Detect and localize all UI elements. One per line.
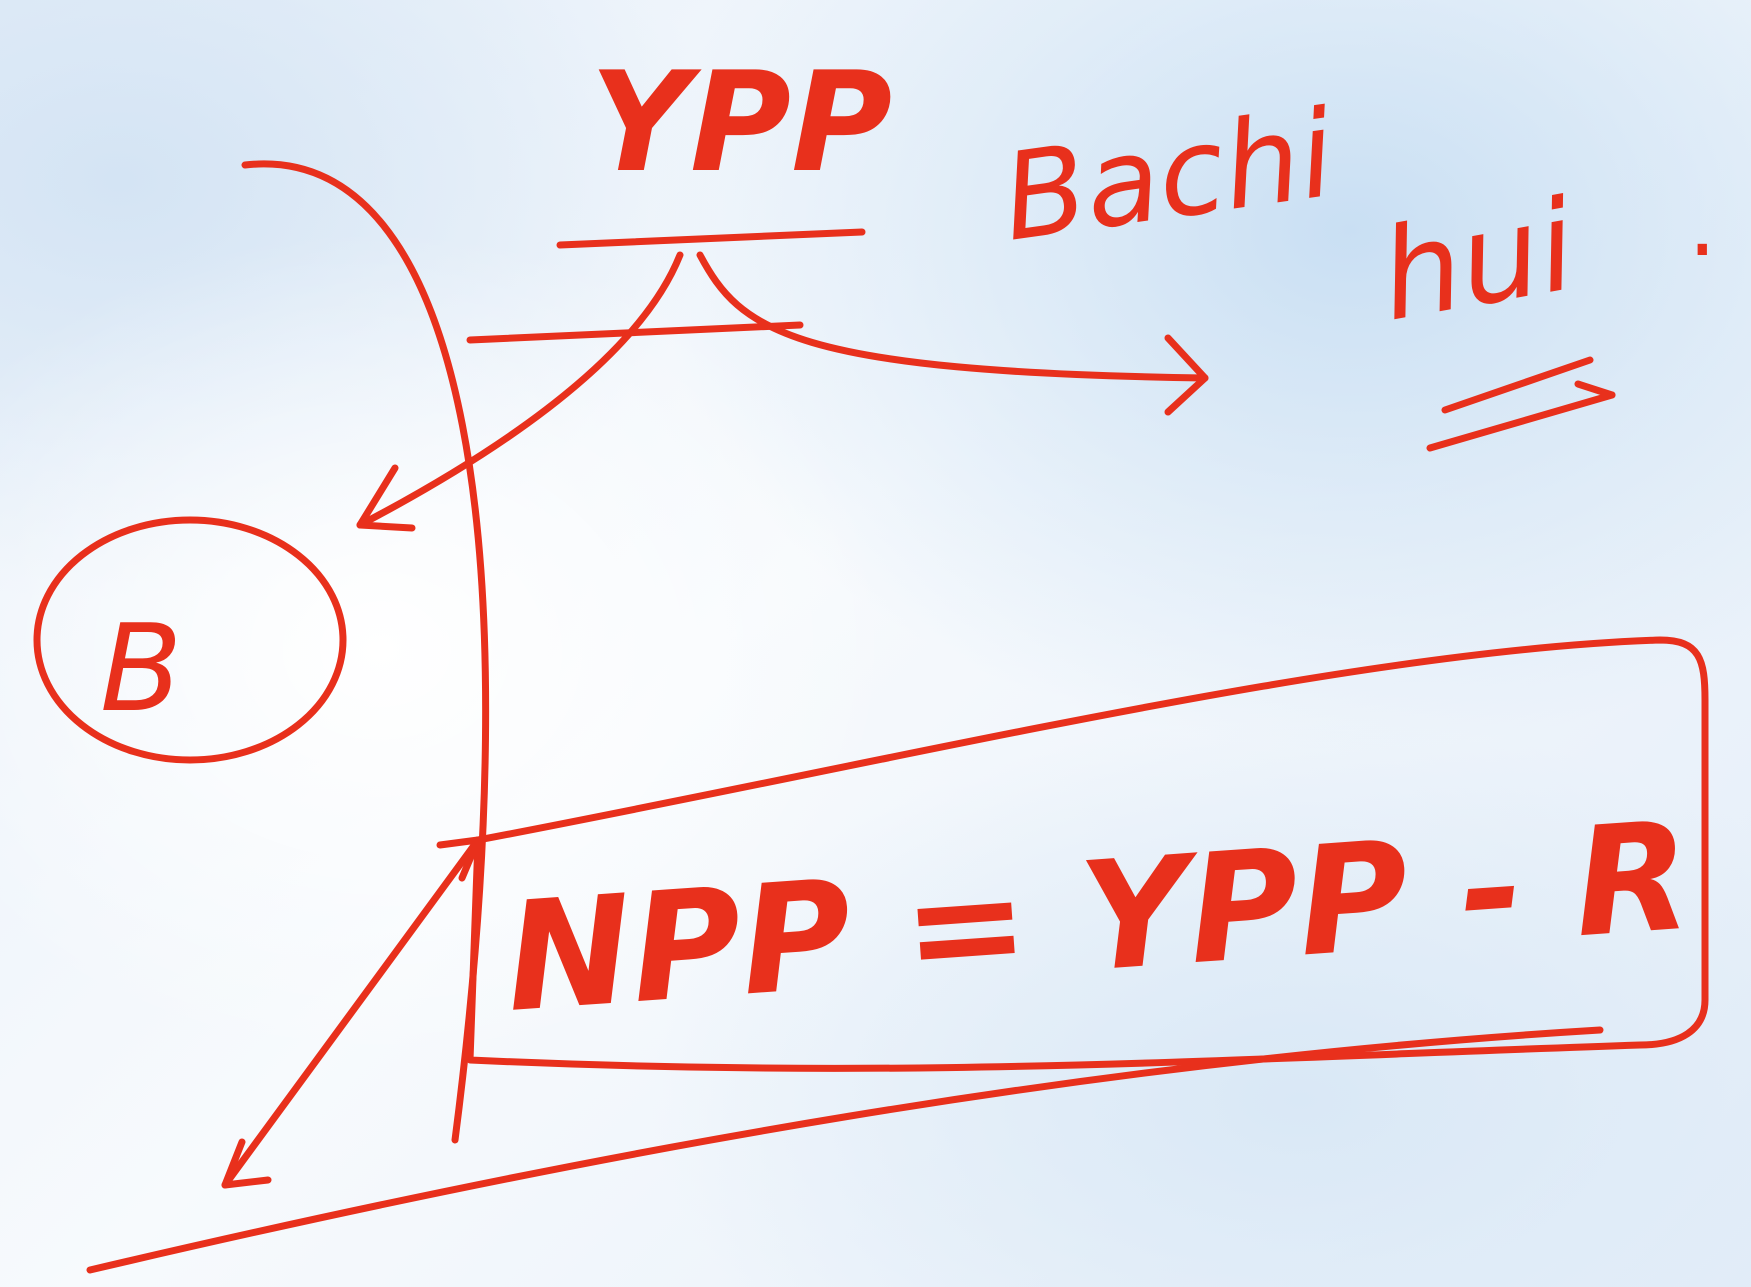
note-underline-2 bbox=[1426, 391, 1616, 452]
note-dot: . bbox=[1688, 172, 1717, 277]
formula-box bbox=[466, 636, 1709, 1072]
split-arrow-left-head bbox=[356, 464, 416, 532]
top-term-label: YPP bbox=[590, 42, 892, 203]
formula-diagonal-arrow bbox=[221, 836, 482, 1189]
formula-diagonal-arrowhead bbox=[221, 1138, 272, 1189]
split-arrow-right bbox=[696, 251, 1209, 382]
formula-text: NPP = YPP - R bbox=[500, 790, 1695, 1046]
note-word-bachi: Bachi bbox=[995, 85, 1342, 269]
note-underline-arrowhead bbox=[1574, 380, 1616, 399]
top-term-underline-1 bbox=[556, 228, 866, 249]
term-circle bbox=[33, 516, 347, 764]
note-word-hui: hui bbox=[1370, 173, 1586, 349]
note-underline-1 bbox=[1441, 356, 1594, 414]
bottom-underline bbox=[86, 1026, 1604, 1274]
formula-tick bbox=[436, 836, 482, 882]
split-arrow-right-head bbox=[1164, 334, 1209, 416]
split-arrow-left bbox=[356, 251, 684, 529]
circled-term-label: B bbox=[100, 600, 182, 739]
